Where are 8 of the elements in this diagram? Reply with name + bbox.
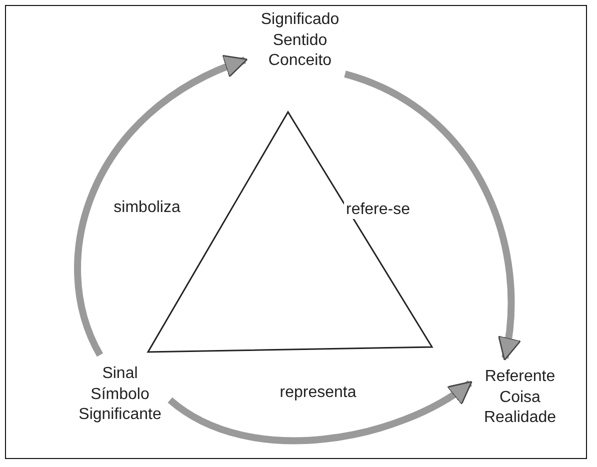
curved-arrow [74,56,248,356]
curved-arrow [344,70,520,361]
concept-label: Significado Sentido Conceito [260,10,340,72]
curved-arrow [168,380,472,444]
edge-label: representa [278,384,358,402]
concept-label: Referente Coisa Realidade [484,366,556,428]
concept-label: Sinal Símbolo Significante [78,364,162,426]
edge-label: refere-se [344,201,412,219]
